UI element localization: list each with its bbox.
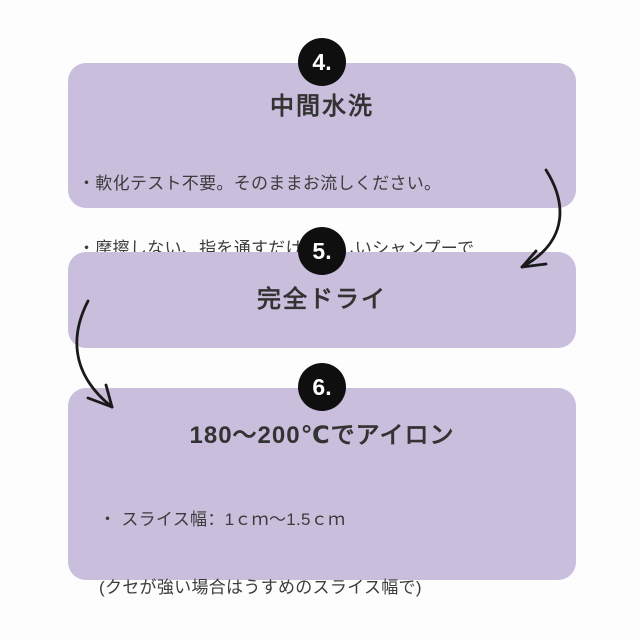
curved-arrow-step5-to-step6-icon: [75, 299, 114, 409]
step-5-number: 5.: [312, 237, 332, 264]
step-box-6: 6. 180〜200℃でアイロン ・ スライス幅：1ｃｍ〜1.5ｃｍ (クセが強…: [68, 363, 576, 597]
step-4-number-badge: 4.: [298, 38, 346, 86]
step-5-title: 完全ドライ: [257, 286, 387, 313]
step-4-title: 中間水洗: [270, 93, 374, 120]
step-6-number: 6.: [312, 373, 332, 400]
step-6-bullets: ・ スライス幅：1ｃｍ〜1.5ｃｍ (クセが強い場合はうすめのスライス幅で) ・…: [68, 450, 576, 640]
step-6-title: 180〜200℃でアイロン: [189, 422, 455, 449]
step-6-number-badge: 6.: [298, 363, 346, 411]
step-box-4: 4. 中間水洗 ・軟化テスト不要。そのままお流しください。 ・摩擦しない、指を通…: [68, 38, 576, 322]
curved-arrow-step4-to-step5-icon: [520, 168, 562, 269]
bullet-line: ・ スライス幅：1ｃｍ〜1.5ｃｍ: [99, 510, 346, 529]
step-5-number-badge: 5.: [298, 227, 346, 275]
bullet-line: (クセが強い場合はうすめのスライス幅で): [99, 577, 422, 597]
bullet-line: ・軟化テスト不要。そのままお流しください。: [78, 174, 442, 193]
step-4-number: 4.: [312, 48, 332, 75]
step-box-5: 5. 完全ドライ: [68, 227, 576, 348]
